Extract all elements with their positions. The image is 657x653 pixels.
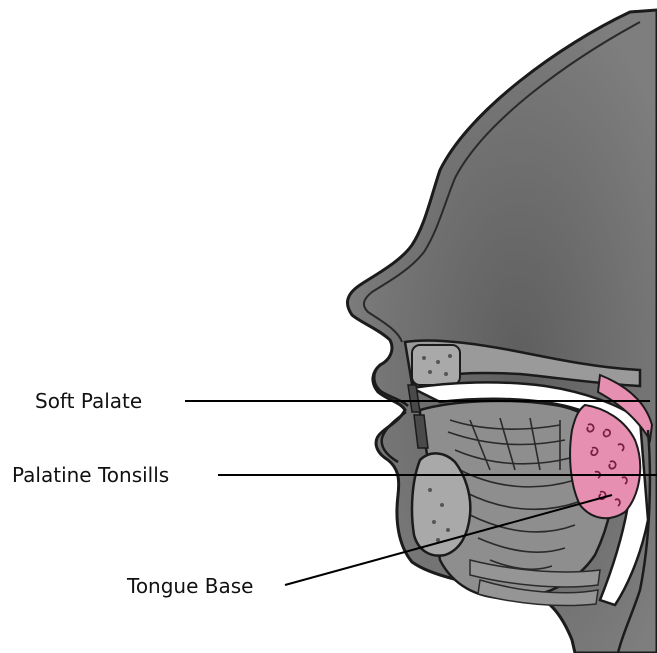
palatine-tonsils-label: Palatine Tonsills <box>12 465 169 485</box>
maxilla-bone <box>412 345 460 385</box>
soft-palate-label: Soft Palate <box>35 391 142 411</box>
tongue-base-label: Tongue Base <box>127 576 253 596</box>
